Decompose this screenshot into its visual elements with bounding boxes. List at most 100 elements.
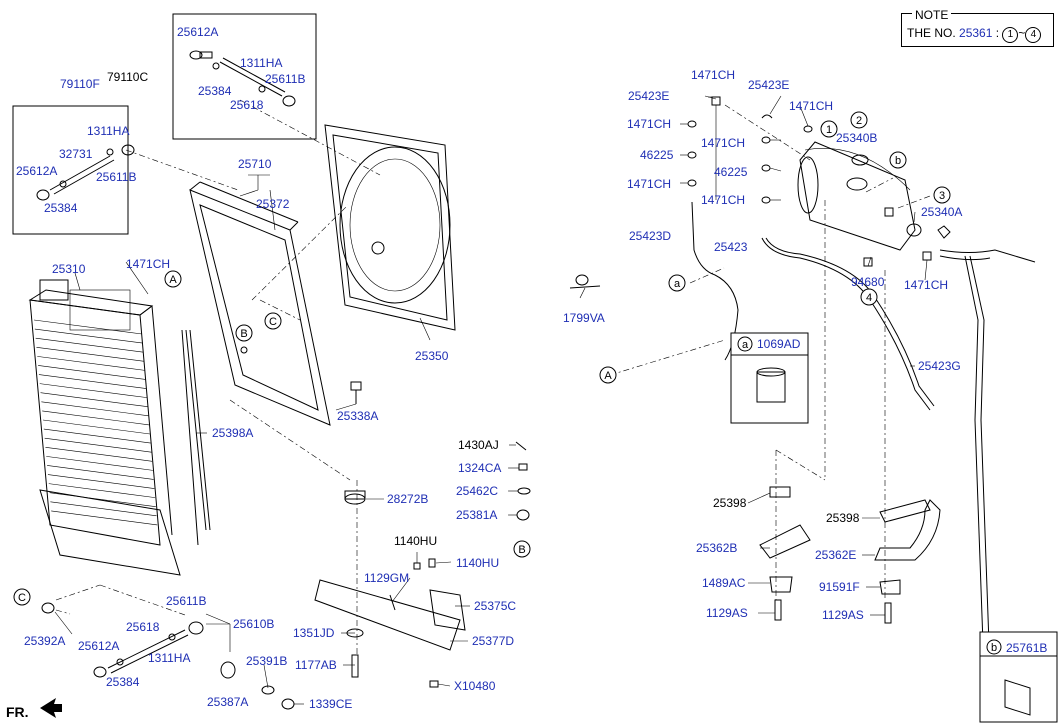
radiator-fin xyxy=(40,392,148,408)
label-25338A[interactable]: 25338A xyxy=(337,409,378,423)
label-25398-a[interactable]: 25398 xyxy=(713,496,747,510)
label-25384-left[interactable]: 25384 xyxy=(44,201,78,215)
reservoir-tank-drawing xyxy=(797,141,1036,701)
label-25384-bottom[interactable]: 25384 xyxy=(106,675,140,689)
label-25710[interactable]: 25710 xyxy=(238,157,272,171)
label-1311HA-left[interactable]: 1311HA xyxy=(87,124,129,138)
label-25423D[interactable]: 25423D xyxy=(629,229,671,243)
label-32731[interactable]: 32731 xyxy=(59,147,93,161)
upper-hose-drawing xyxy=(189,50,296,107)
label-1069AD[interactable]: 1069AD xyxy=(757,337,801,351)
callout-2[interactable]: 2 xyxy=(850,111,868,129)
front-arrow-icon xyxy=(40,698,62,718)
callout-b-box[interactable]: b xyxy=(986,639,1002,655)
label-1311HA-bottom[interactable]: 1311HA xyxy=(148,651,190,665)
label-1140HU-a[interactable]: 1140HU xyxy=(394,534,437,548)
label-1129GM[interactable]: 1129GM xyxy=(364,571,409,585)
svg-text:3: 3 xyxy=(939,190,945,202)
label-1489AC[interactable]: 1489AC xyxy=(702,576,746,590)
label-25350[interactable]: 25350 xyxy=(415,349,449,363)
label-25611B-top[interactable]: 25611B xyxy=(265,72,305,86)
label-25387A[interactable]: 25387A xyxy=(207,695,248,709)
radiator-fin xyxy=(35,337,144,353)
label-25375C[interactable]: 25375C xyxy=(474,599,516,613)
label-91591F[interactable]: 91591F xyxy=(819,580,860,594)
label-46225-a[interactable]: 46225 xyxy=(640,148,674,162)
label-28272B[interactable]: 28272B xyxy=(387,492,428,506)
label-1799VA[interactable]: 1799VA xyxy=(563,311,605,325)
svg-text:2: 2 xyxy=(856,115,862,127)
note-prefix: THE NO. xyxy=(907,26,956,40)
svg-text:C: C xyxy=(269,316,277,328)
label-25377D[interactable]: 25377D xyxy=(472,634,514,648)
callout-A-radiator[interactable]: A xyxy=(164,270,182,288)
label-25611B-bottom[interactable]: 25611B xyxy=(166,594,206,608)
label-46225-b[interactable]: 46225 xyxy=(714,165,748,179)
label-1351JD[interactable]: 1351JD xyxy=(293,626,335,640)
label-1471CH-r4[interactable]: 1471CH xyxy=(701,136,745,150)
label-25612A-top[interactable]: 25612A xyxy=(177,25,218,39)
label-25423E-a[interactable]: 25423E xyxy=(628,89,669,103)
callout-b-tank[interactable]: b xyxy=(889,151,907,169)
lower-hose-drawing xyxy=(41,602,295,710)
label-25618-bottom[interactable]: 25618 xyxy=(126,620,160,634)
label-94680[interactable]: 94680 xyxy=(851,275,885,289)
callout-A-hose[interactable]: A xyxy=(599,366,617,384)
label-1471CH-r6[interactable]: 1471CH xyxy=(701,193,745,207)
label-1177AB[interactable]: 1177AB xyxy=(295,658,337,672)
pad-box xyxy=(979,631,1058,723)
label-1471CH-r2[interactable]: 1471CH xyxy=(789,99,833,113)
label-1311HA-top[interactable]: 1311HA xyxy=(240,56,282,70)
label-25610B[interactable]: 25610B xyxy=(233,617,274,631)
callout-B-mount[interactable]: B xyxy=(513,540,531,558)
label-25462C[interactable]: 25462C xyxy=(456,484,498,498)
label-25391B[interactable]: 25391B xyxy=(246,654,287,668)
label-1129AS-b[interactable]: 1129AS xyxy=(822,608,864,622)
label-79110C[interactable]: 79110C xyxy=(107,70,148,84)
label-1471CH-r5[interactable]: 1471CH xyxy=(627,177,671,191)
label-25340A[interactable]: 25340A xyxy=(921,205,962,219)
label-1471CH-r3[interactable]: 1471CH xyxy=(627,117,671,131)
label-1339CE[interactable]: 1339CE xyxy=(309,697,352,711)
callout-a-hose[interactable]: a xyxy=(668,274,686,292)
label-25423[interactable]: 25423 xyxy=(714,240,748,254)
note-title: NOTE xyxy=(912,8,952,22)
label-79110F[interactable]: 79110F xyxy=(60,77,100,91)
label-25618-top[interactable]: 25618 xyxy=(230,98,264,112)
label-25362E[interactable]: 25362E xyxy=(815,548,856,562)
callout-1[interactable]: 1 xyxy=(820,120,838,138)
label-25423G[interactable]: 25423G xyxy=(918,359,961,373)
label-25398A[interactable]: 25398A xyxy=(212,426,253,440)
label-1471CH-radiator[interactable]: 1471CH xyxy=(126,257,170,271)
label-1324CA[interactable]: 1324CA xyxy=(458,461,501,475)
label-25611B-left[interactable]: 25611B xyxy=(96,170,136,184)
note-circle-4: 4 xyxy=(1025,27,1042,43)
label-1471CH-r7[interactable]: 1471CH xyxy=(904,278,948,292)
label-1471CH-r1[interactable]: 1471CH xyxy=(691,68,735,82)
radiator-fin xyxy=(43,428,151,444)
label-25423E-b[interactable]: 25423E xyxy=(748,78,789,92)
label-25761B[interactable]: 25761B xyxy=(1006,641,1047,655)
callout-B-shroud[interactable]: B xyxy=(235,324,253,342)
note-part-number[interactable]: 25361 xyxy=(959,26,993,40)
callout-C-seal[interactable]: C xyxy=(13,588,31,606)
callout-3[interactable]: 3 xyxy=(933,186,951,204)
callout-4[interactable]: 4 xyxy=(860,288,878,306)
label-25310[interactable]: 25310 xyxy=(52,262,86,276)
label-25362B[interactable]: 25362B xyxy=(696,541,737,555)
label-25612A-left[interactable]: 25612A xyxy=(16,164,57,178)
label-1140HU-b[interactable]: 1140HU xyxy=(456,556,499,570)
shroud-drawing xyxy=(189,181,331,426)
label-25381A[interactable]: 25381A xyxy=(456,508,497,522)
label-25340B[interactable]: 25340B xyxy=(836,131,877,145)
label-25612A-bottom[interactable]: 25612A xyxy=(78,639,119,653)
callout-C-shroud[interactable]: C xyxy=(264,312,282,330)
label-25384-top[interactable]: 25384 xyxy=(198,84,232,98)
label-1430AJ[interactable]: 1430AJ xyxy=(458,438,499,452)
label-25398-b[interactable]: 25398 xyxy=(826,511,860,525)
label-25372[interactable]: 25372 xyxy=(256,197,290,211)
label-1129AS-a[interactable]: 1129AS xyxy=(706,606,748,620)
label-25392A[interactable]: 25392A xyxy=(24,634,65,648)
callout-a-box[interactable]: a xyxy=(737,336,753,352)
label-X10480[interactable]: X10480 xyxy=(454,679,496,693)
